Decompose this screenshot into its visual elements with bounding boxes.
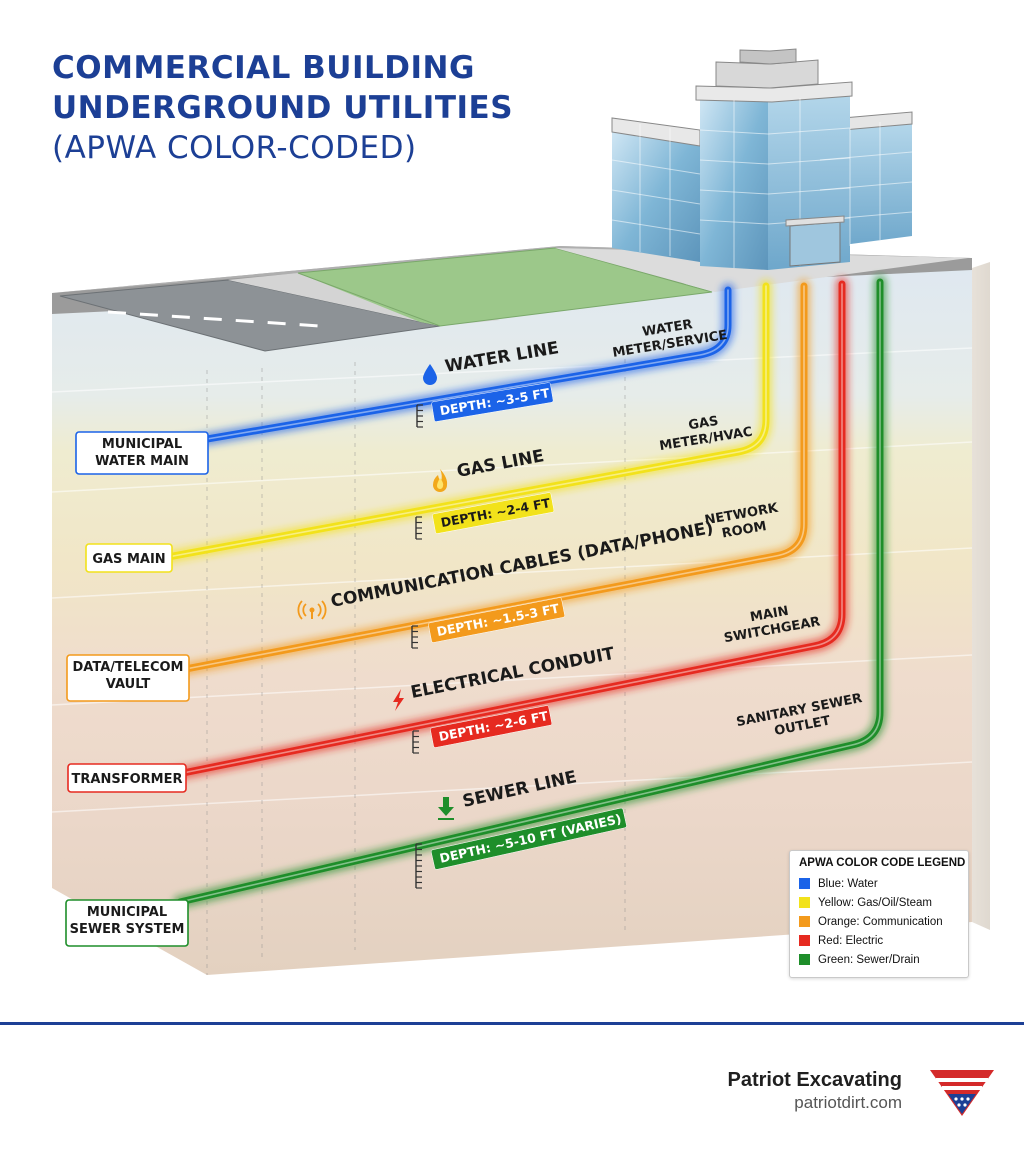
svg-text:VAULT: VAULT [106, 677, 151, 692]
legend-label-sewer: Green: Sewer/Drain [818, 953, 920, 966]
sewer-source-box: MUNICIPAL SEWER SYSTEM [65, 899, 189, 947]
brand-block: Patriot Excavating patriotdirt.com [727, 1068, 902, 1114]
down-arrow-icon [438, 797, 454, 820]
footer-divider [0, 1022, 1024, 1025]
title-line-2: UNDERGROUND UTILITIES [52, 90, 514, 126]
brand-url[interactable]: patriotdirt.com [794, 1093, 902, 1112]
legend-swatch-yellow [799, 897, 810, 908]
flame-icon [433, 469, 448, 492]
pipe-gas [164, 282, 770, 561]
utility-pipes [161, 275, 887, 909]
soil-side [972, 262, 990, 930]
legend-item-sewer: Green: Sewer/Drain [799, 950, 959, 969]
title-block: COMMERCIAL BUILDING UNDERGROUND UTILITIE… [52, 48, 513, 168]
water-drop-icon [423, 364, 437, 385]
pipe-sewer [176, 278, 884, 906]
svg-text:MAIN: MAIN [749, 604, 790, 625]
legend-item-electric: Red: Electric [799, 931, 959, 950]
svg-text:SEWER SYSTEM: SEWER SYSTEM [70, 922, 185, 937]
patriot-logo-icon [930, 1070, 994, 1116]
svg-text:MUNICIPAL: MUNICIPAL [102, 437, 182, 452]
legend-label-water: Blue: Water [818, 877, 878, 890]
gas-depth-tick [415, 516, 422, 540]
legend-item-communication: Orange: Communication [799, 912, 959, 931]
comm-source-box: DATA/TELECOM VAULT [66, 654, 190, 702]
svg-text:TRANSFORMER: TRANSFORMER [72, 772, 183, 787]
road [60, 280, 440, 351]
legend-label-communication: Orange: Communication [818, 915, 943, 928]
title-line-1: COMMERCIAL BUILDING [52, 50, 475, 86]
svg-text:GAS: GAS [687, 414, 719, 434]
legend-title: APWA COLOR CODE LEGEND [799, 857, 966, 869]
legend-label-electric: Red: Electric [818, 934, 884, 947]
pipe-water [168, 286, 732, 449]
color-code-legend: APWA COLOR CODE LEGEND Blue: Water Yello… [789, 850, 969, 978]
pipe-electric [169, 280, 846, 779]
water-source-box: MUNICIPAL WATER MAIN [75, 431, 209, 475]
water-depth-tick [416, 404, 423, 428]
comm-depth-tick [411, 625, 418, 649]
legend-swatch-red [799, 935, 810, 946]
legend-item-water: Blue: Water [799, 874, 959, 893]
svg-text:GAS MAIN: GAS MAIN [92, 552, 165, 567]
electric-source-box: TRANSFORMER [67, 763, 187, 793]
sewer-depth-tick [415, 843, 422, 889]
svg-text:MUNICIPAL: MUNICIPAL [87, 905, 167, 920]
lightning-icon [393, 689, 404, 711]
legend-swatch-orange [799, 916, 810, 927]
antenna-icon [297, 600, 327, 620]
gas-source-box: GAS MAIN [85, 543, 173, 573]
legend-item-gas: Yellow: Gas/Oil/Steam [799, 893, 959, 912]
legend-swatch-blue [799, 878, 810, 889]
svg-text:WATER MAIN: WATER MAIN [95, 454, 189, 469]
plaza [555, 248, 968, 292]
title-line-3: (APWA COLOR-CODED) [52, 130, 417, 166]
legend-swatch-green [799, 954, 810, 965]
lawn [298, 248, 712, 326]
road-markings [107, 310, 321, 328]
electric-depth-tick [412, 730, 419, 754]
brand-name: Patriot Excavating [727, 1069, 902, 1091]
svg-text:DATA/TELECOM: DATA/TELECOM [73, 660, 184, 675]
office-building [611, 48, 913, 270]
pipe-comm [166, 282, 808, 676]
legend-label-gas: Yellow: Gas/Oil/Steam [818, 896, 932, 909]
strata-lines [51, 347, 973, 813]
